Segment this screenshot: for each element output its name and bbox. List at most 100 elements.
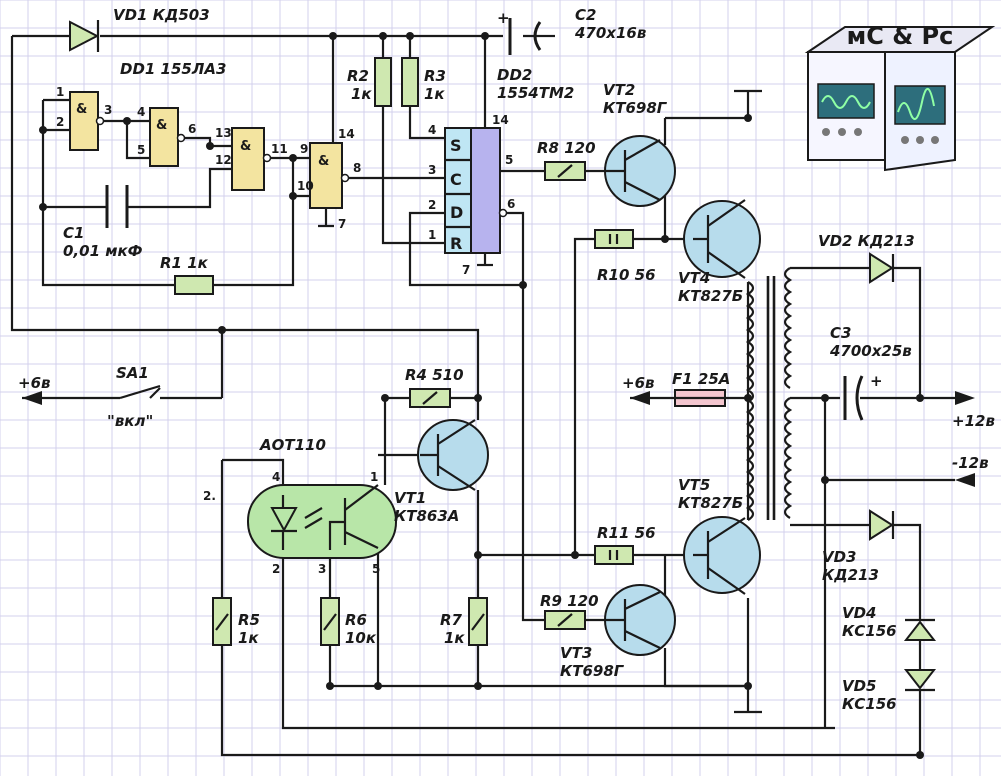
- label-sa1-on: "вкл": [107, 412, 153, 430]
- label-vd3: VD3: [822, 548, 857, 566]
- label-vt4-type: КТ827Б: [678, 287, 743, 305]
- optocoupler-aot110: [247, 484, 397, 559]
- junction-dot: [474, 394, 482, 402]
- resistor-r2: [374, 57, 392, 107]
- resistor-r1: [174, 275, 214, 295]
- label-r2: R2: [347, 67, 369, 85]
- label-r1: R1 1к: [160, 254, 209, 272]
- label-vd5-type: КС156: [842, 695, 897, 713]
- mark-c2-plus: +: [497, 9, 510, 27]
- junction-dot: [379, 32, 387, 40]
- label-r6: R6: [345, 611, 367, 629]
- fuse-f1: [674, 389, 726, 407]
- label-aot110: АОТ110: [259, 436, 326, 454]
- junction-dot: [218, 326, 226, 334]
- label-vd3-type: КД213: [822, 566, 879, 584]
- junction-dot: [406, 32, 414, 40]
- junction-dot: [326, 682, 334, 690]
- pin-opto-2: 2: [272, 562, 280, 576]
- junction-dot: [571, 551, 579, 559]
- label-r5: R5: [238, 611, 260, 629]
- diode-vd2: [869, 252, 895, 284]
- junction-dot: [519, 281, 527, 289]
- label-vd1: VD1 КД503: [113, 6, 210, 24]
- logo: мС & Рс: [804, 22, 996, 172]
- labels: VD1 КД503 C2 470х16в + DD1 155ЛА3 R2 1к …: [18, 6, 995, 713]
- zener-vd4: [903, 618, 937, 641]
- resistor-r5: [212, 597, 232, 646]
- transistor-vt1: [417, 419, 489, 491]
- label-vd2: VD2 КД213: [818, 232, 915, 250]
- junction-dot: [123, 117, 131, 125]
- pin-ff-r: 1: [428, 228, 436, 242]
- junction-dot: [474, 551, 482, 559]
- gate-dd1-1: [69, 91, 105, 151]
- pin-ff-nq: 6: [507, 197, 515, 211]
- terminal-arrows: [22, 391, 975, 487]
- junction-dot: [374, 682, 382, 690]
- resistor-r6: [320, 597, 340, 646]
- label-vd4-type: КС156: [842, 622, 897, 640]
- pin-opto-3: 3: [318, 562, 326, 576]
- diode-vd1: [69, 20, 100, 52]
- stray-mark: 2.: [203, 489, 216, 503]
- label-vt5-type: КТ827Б: [678, 494, 743, 512]
- label-c3-value: 4700х25в: [829, 342, 912, 360]
- pin-g4-gnd: 7: [338, 217, 346, 231]
- pin-ff-c: 3: [428, 163, 436, 177]
- label-vd4: VD4: [842, 604, 877, 622]
- label-f1: F1 25A: [672, 370, 730, 388]
- pin-opto-4: 4: [272, 470, 280, 484]
- junction-dot: [206, 142, 214, 150]
- switch-sa1[interactable]: [119, 384, 161, 400]
- transistor-vt2: [604, 135, 676, 207]
- junction-dot: [661, 235, 669, 243]
- junction-dot: [381, 394, 389, 402]
- label-vd5: VD5: [842, 677, 877, 695]
- label-dd1: DD1 155ЛА3: [120, 60, 226, 78]
- junction-dot: [474, 682, 482, 690]
- junction-dot: [329, 32, 337, 40]
- label-vt1: VT1: [394, 489, 426, 507]
- resistor-r8: [544, 161, 586, 181]
- label-r11: R11 56: [597, 524, 656, 542]
- ff-letter-s: S: [450, 136, 462, 155]
- label-vt3-type: КТ698Г: [560, 662, 625, 680]
- pin-g2-out: 6: [188, 122, 196, 136]
- flipflop-dd2: [444, 127, 508, 267]
- pin-g1-b: 2: [56, 115, 64, 129]
- label-output-pos: +12в: [952, 412, 995, 430]
- label-r10: R10 56: [597, 266, 656, 284]
- gate-symbol-2: &: [156, 118, 167, 133]
- label-dd2-type: 1554ТМ2: [497, 84, 574, 102]
- label-vt2-type: КТ698Г: [603, 99, 668, 117]
- junction-dot: [39, 126, 47, 134]
- flipflop-letters: S C D R: [450, 136, 463, 253]
- pin-g3-out: 11: [271, 142, 288, 156]
- resistor-r7: [468, 597, 488, 646]
- label-r5-value: 1к: [238, 629, 259, 647]
- resistor-r11: [594, 545, 634, 565]
- gate-symbol-3: &: [240, 139, 251, 154]
- label-vt1-type: КТ863А: [394, 507, 459, 525]
- gate-symbol-4: &: [318, 154, 329, 169]
- label-c1: C1: [63, 224, 84, 242]
- pin-g3-a: 13: [215, 126, 232, 140]
- gate-dd1-3: [231, 127, 272, 191]
- label-r7: R7: [440, 611, 463, 629]
- label-output-neg: -12в: [952, 454, 989, 472]
- label-sa1: SA1: [116, 364, 149, 382]
- capacitor-c3: [843, 375, 864, 421]
- pin-g4-vcc: 14: [338, 127, 355, 141]
- label-vt2: VT2: [603, 81, 635, 99]
- pin-ff-d: 2: [428, 198, 436, 212]
- label-dd2: DD2: [497, 66, 532, 84]
- label-c2: C2: [575, 6, 596, 24]
- junction-dot: [821, 476, 829, 484]
- label-c1-value: 0,01 мкФ: [63, 242, 143, 260]
- junction-dot: [916, 751, 924, 759]
- pin-g1-a: 1: [56, 85, 64, 99]
- label-r2-value: 1к: [351, 85, 372, 103]
- transistor-vt3: [604, 584, 676, 656]
- zener-vd5: [903, 640, 937, 692]
